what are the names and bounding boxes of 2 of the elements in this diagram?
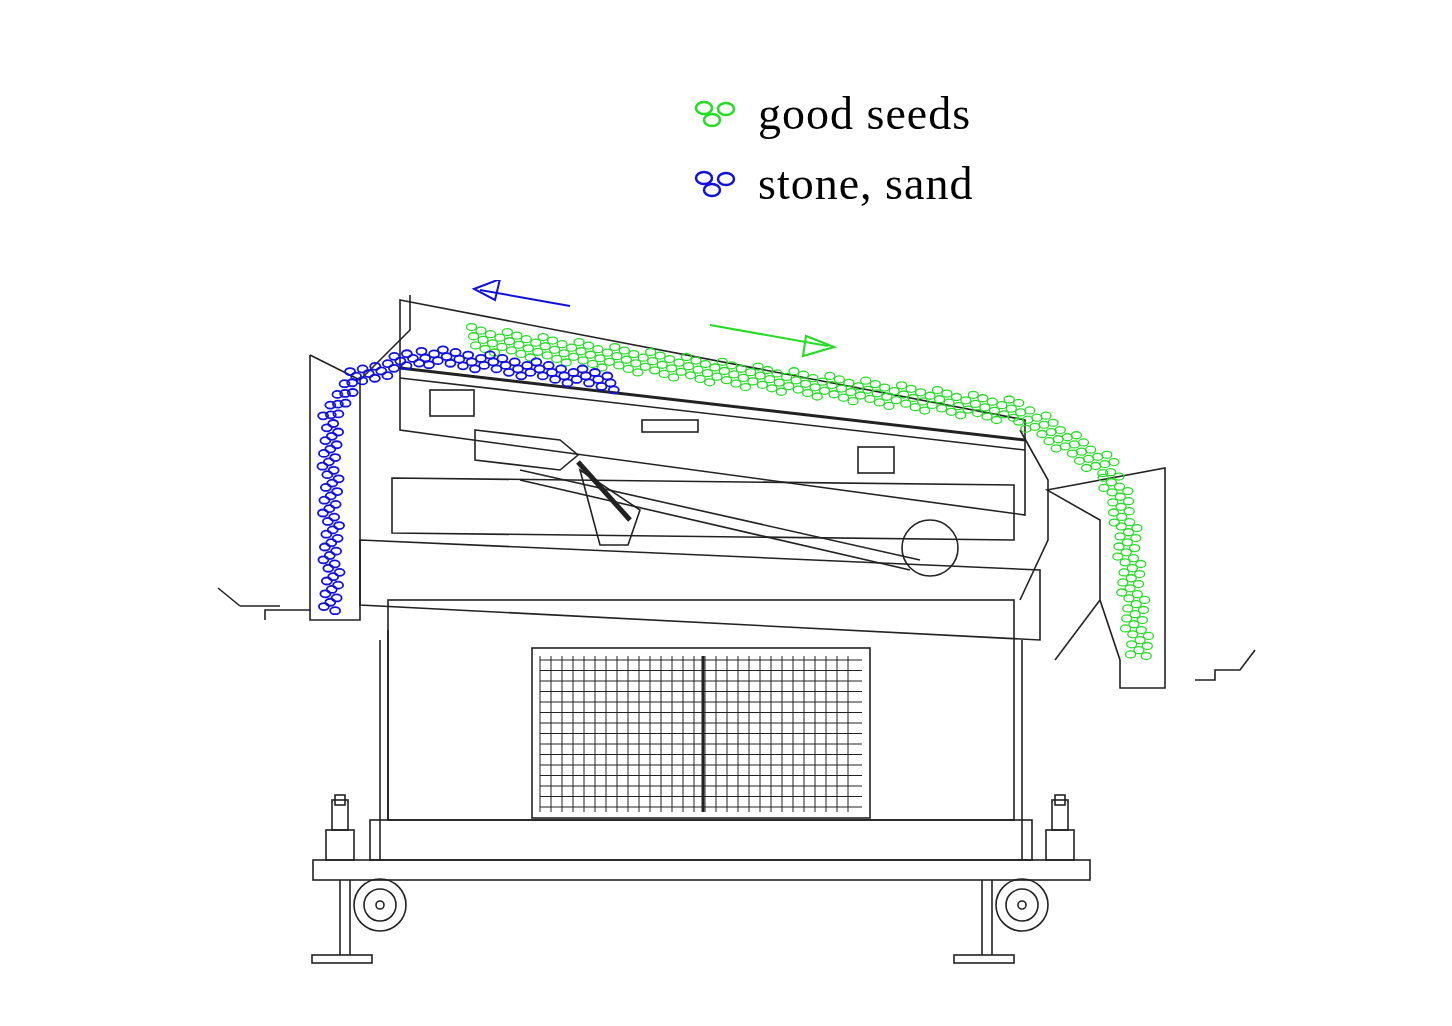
legend-label: stone, sand [758,157,974,211]
legend-label: good seeds [758,87,972,141]
